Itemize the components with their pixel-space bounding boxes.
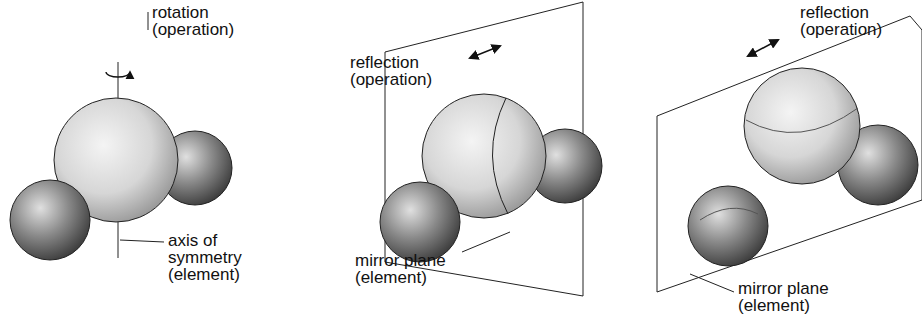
- operation-label: reflection (operation): [350, 54, 450, 88]
- plane-intersection: [492, 98, 508, 214]
- operation-label: rotation (operation): [152, 4, 252, 38]
- hydrogen-atom: [10, 180, 90, 260]
- hydrogen-atom: [688, 186, 768, 266]
- mirror-plane: [657, 16, 922, 292]
- leader-line: [690, 274, 734, 292]
- axis-line: [118, 222, 119, 258]
- element-label: axis of symmetry (element): [168, 232, 254, 283]
- operation-label: reflection (operation): [800, 4, 900, 38]
- leader-line: [462, 232, 510, 252]
- oxygen-atom: [744, 68, 860, 184]
- element-label: mirror plane (element): [355, 252, 467, 286]
- hydrogen-atom: [380, 182, 460, 262]
- reflection-arrow: [470, 46, 500, 58]
- axis-line: [118, 62, 119, 100]
- leader-line: [120, 240, 164, 242]
- element-label: mirror plane (element): [738, 280, 850, 314]
- rotation-arrow: [106, 72, 130, 77]
- reflection-arrow: [748, 40, 778, 56]
- plane-intersection: [700, 208, 758, 220]
- leader-line: [148, 12, 149, 30]
- plane-intersection: [746, 108, 858, 133]
